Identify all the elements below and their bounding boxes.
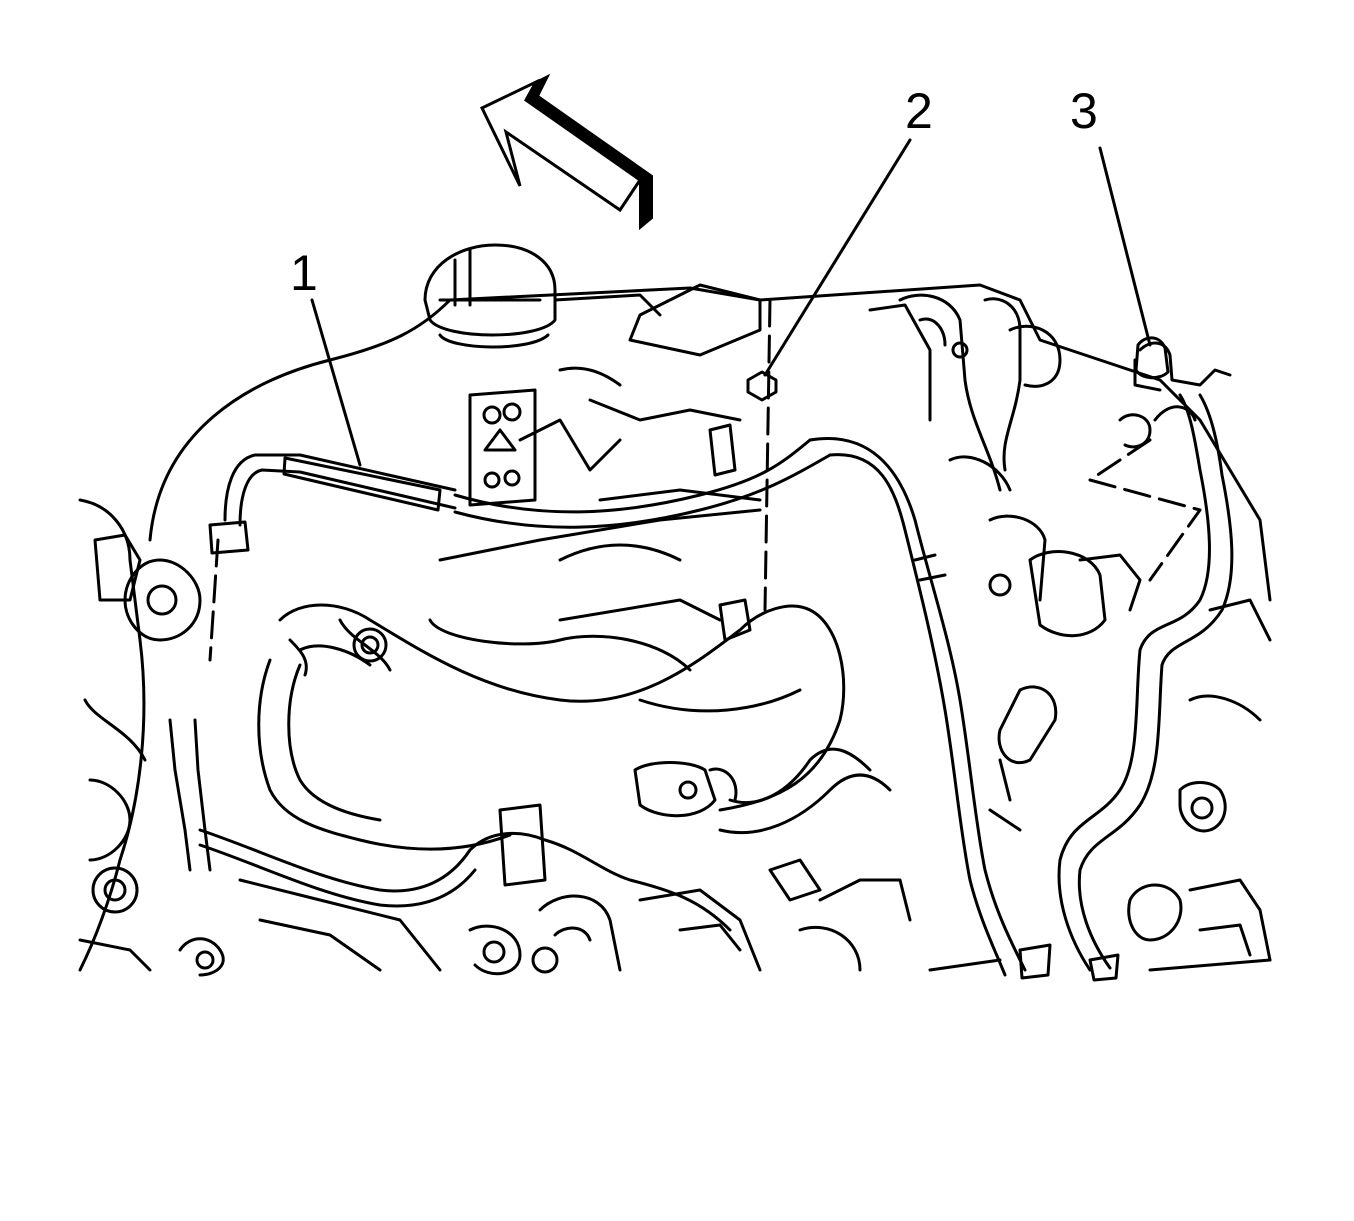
callout-1: 1: [290, 245, 318, 301]
engine-drawing: [78, 243, 1272, 982]
callout-2: 2: [905, 83, 933, 139]
arrow-icon: [479, 73, 653, 231]
fastener: [718, 370, 778, 642]
callout-leaders: [310, 138, 1152, 467]
callout-3: 3: [1070, 83, 1098, 139]
pcv-hose: [208, 423, 832, 555]
